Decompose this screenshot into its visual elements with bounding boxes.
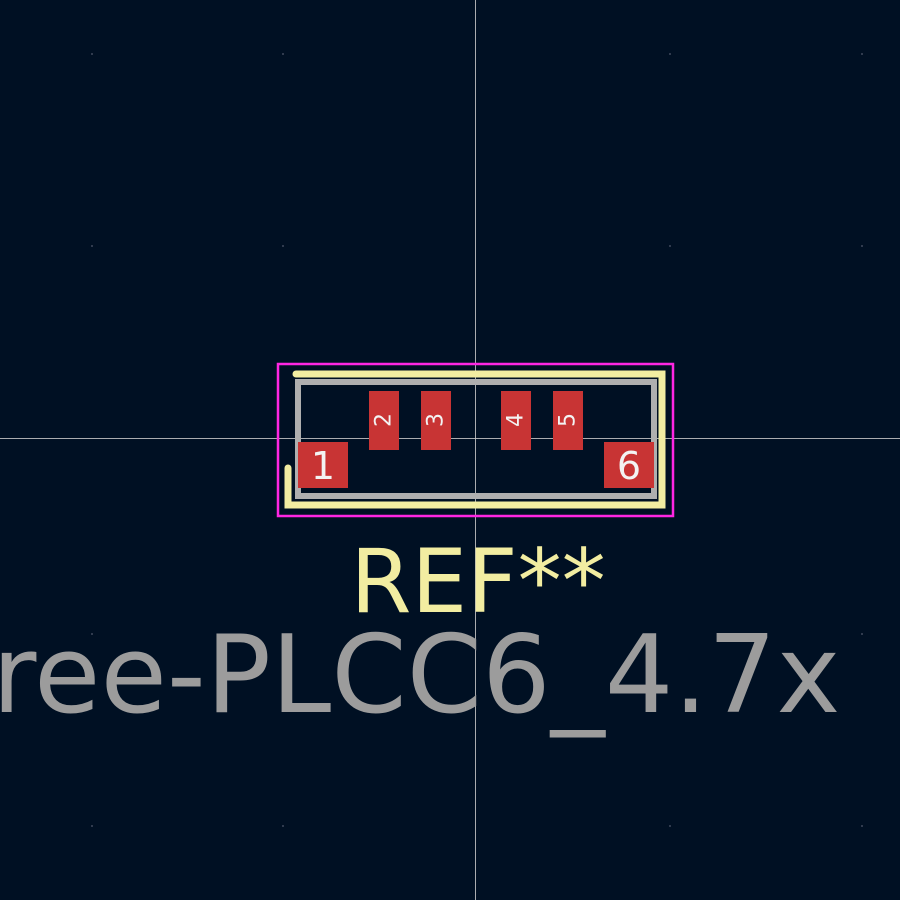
pad-2-number: 2 xyxy=(372,413,397,427)
grid-dots xyxy=(91,53,863,827)
pad-6-copper xyxy=(604,442,654,488)
pad-2[interactable]: 2 xyxy=(369,391,399,450)
pad-6[interactable]: 6 xyxy=(604,442,654,488)
pad-1[interactable]: 1 xyxy=(298,442,348,488)
pad-4[interactable]: 4 xyxy=(501,391,531,450)
pad-5-copper xyxy=(553,391,583,450)
pad-5-number: 5 xyxy=(556,413,581,427)
pad-2-copper xyxy=(369,391,399,450)
fabrication-outline xyxy=(295,379,657,499)
pad-6-number: 6 xyxy=(617,444,641,488)
pad-1-copper xyxy=(298,442,348,488)
pad-3[interactable]: 3 xyxy=(421,391,451,450)
pad-4-number: 4 xyxy=(504,413,529,427)
pad-3-number: 3 xyxy=(424,413,449,427)
pad-1-number: 1 xyxy=(311,444,335,488)
pad-4-copper xyxy=(501,391,531,450)
footprint-value-text[interactable]: ree-PLCC6_4.7x xyxy=(0,613,840,738)
pad-5[interactable]: 5 xyxy=(553,391,583,450)
silkscreen-outline xyxy=(284,370,666,509)
reference-designator[interactable]: REF** xyxy=(350,530,605,633)
pad-3-copper xyxy=(421,391,451,450)
courtyard-outline xyxy=(276,362,675,518)
